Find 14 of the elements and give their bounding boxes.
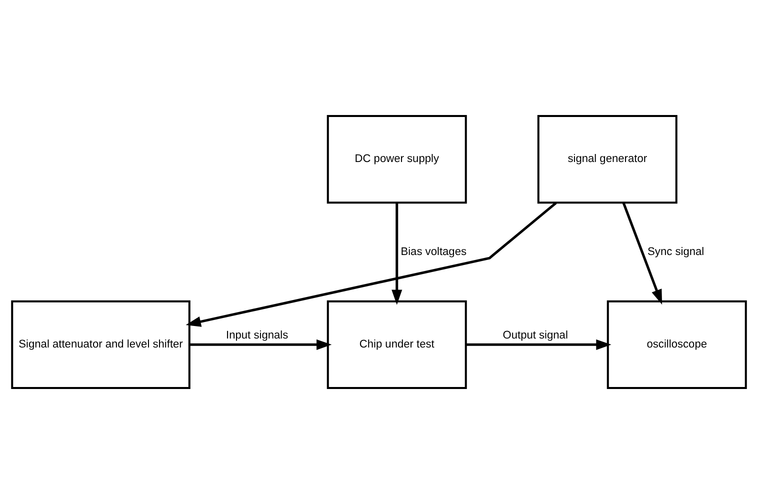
node-box: signal generator xyxy=(537,115,678,204)
edge-label: Input signals xyxy=(226,329,288,342)
node-box: Chip under test xyxy=(326,300,467,389)
arrow xyxy=(392,202,402,305)
arrow xyxy=(190,339,332,350)
node-box: Signal attenuator and level shifter xyxy=(11,300,190,389)
node-box: DC power supply xyxy=(326,115,467,204)
node-box: oscilloscope xyxy=(606,300,747,389)
edge-label: Bias voltages xyxy=(400,246,467,258)
edge-label: Output signal xyxy=(502,329,568,342)
arrow xyxy=(622,202,662,305)
arrow xyxy=(466,339,612,350)
arrow xyxy=(186,202,557,327)
edge-label: Sync signal xyxy=(648,246,704,258)
